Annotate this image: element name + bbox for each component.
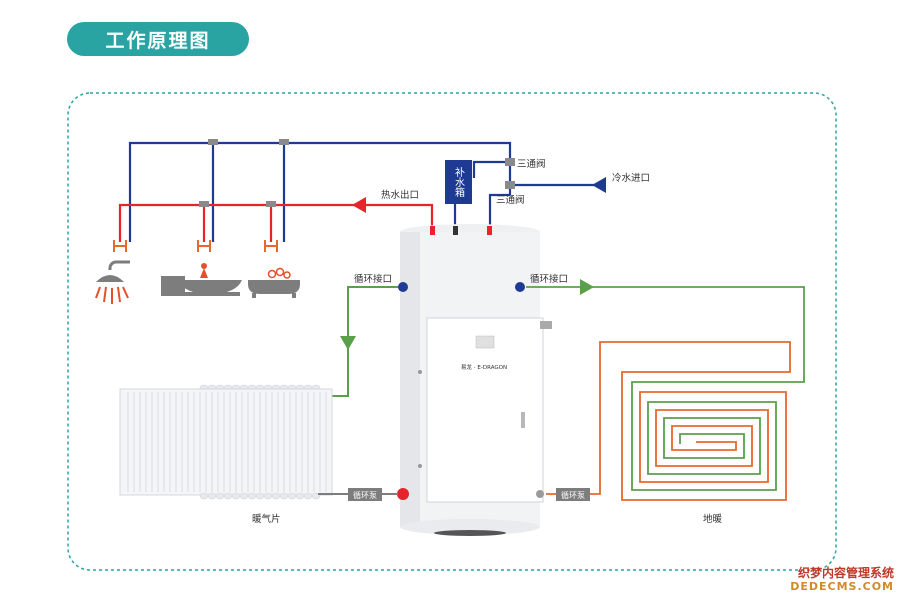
watermark: 织梦内容管理系统 DEDECMS.COM [790,566,894,594]
water-heater [397,224,552,536]
hot-water-outlet-label: 热水出口 [381,189,419,201]
circulation-pump-left-label: 循环泵 [353,490,377,500]
watermark-line-2: DEDECMS.COM [790,580,894,593]
dashed-frame [67,92,837,571]
hot-outlet-arrow-icon [352,197,366,213]
radiator-knob [247,492,257,500]
watermark-line-1: 织梦内容管理系统 [797,566,894,580]
diagram-title: 工作原理图 [67,22,249,56]
bathtub-icon [248,267,300,298]
radiator-knob [287,492,297,500]
radiator-knob [215,492,225,500]
radiator-knob [303,492,313,500]
floor-heating-label: 地暖 [703,513,723,525]
circulation-pump-right-label: 循环泵 [561,490,585,500]
floor-flow-arrow-icon [580,279,594,295]
radiator-knob [295,492,305,500]
basin-icon [161,263,242,296]
cold-inlet-arrow-icon [592,177,606,193]
hot-pipe-fittings [199,201,276,207]
cold-water-pipes [128,141,605,242]
radiator-knob [199,492,209,500]
circulation-port-left-label: 循环接口 [354,273,392,285]
radiator-knob [239,492,249,500]
radiator-knob [263,492,273,500]
circulation-port-right-label: 循环接口 [530,273,568,285]
radiator-knob [223,492,233,500]
radiator-knob [231,492,241,500]
radiator-loop [332,286,398,397]
floor-heating-return [546,341,791,501]
radiator-knob [271,492,281,500]
brand-label: 易龙 ·E-DRAGON [461,363,507,371]
three-way-valve-bottom-label: 三通阀 [496,194,525,206]
radiator-knob [255,492,265,500]
radiator-label: 暖气片 [252,513,281,525]
radiator-knob [279,492,289,500]
hot-water-pipes [118,203,434,242]
cold-water-inlet-label: 冷水进口 [612,172,650,184]
radiator-flow-arrow-icon [340,336,356,350]
cold-pipe-fittings [208,139,515,189]
supply-tank [445,160,472,204]
supply-tank-label: 补水箱 [453,166,465,198]
floor-heating-supply [526,286,805,491]
valve-icons [113,240,278,252]
shower-icon [95,260,130,304]
radiator-knob [207,492,217,500]
three-way-valve-top-label: 三通阀 [517,158,546,170]
radiator [119,384,333,500]
